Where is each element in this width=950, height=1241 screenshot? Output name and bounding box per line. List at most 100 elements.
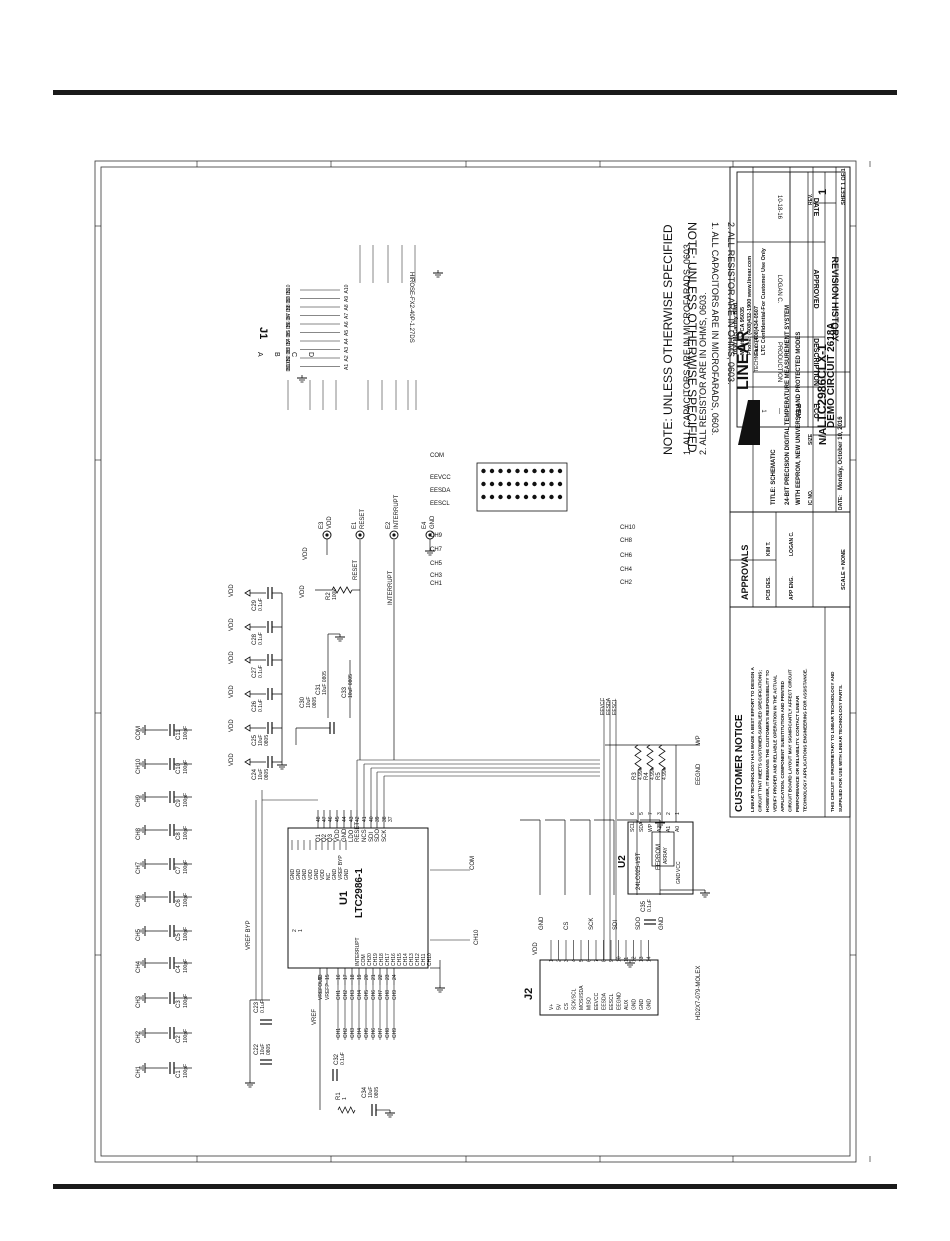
u1-bottom-label-ch1: CH1 (336, 990, 342, 1000)
j1-b-label: B2 (286, 355, 292, 361)
j2-net-4: SDO (636, 917, 642, 930)
u1-pin-num-44: 44 (342, 816, 348, 822)
j1-left-sig-5: CH7 (430, 547, 443, 553)
j1-pin (523, 481, 529, 487)
vdd-net-c29: VDD (229, 584, 235, 597)
j1-pin (549, 481, 554, 487)
cap-val-c11: 100pF (183, 726, 189, 740)
j1-a-label: A10 (344, 284, 350, 293)
u1-pin-label-sdi: SDI (369, 832, 375, 842)
customer-notice-line-4: APPLICATION. COMPONENT SUBSTITUTION AND … (780, 680, 785, 812)
r4-ref: R4 (644, 772, 650, 780)
u1-pin-label-reset: RESET (355, 822, 361, 842)
u1-pin-num-40: 40 (369, 816, 375, 822)
j2-part: HD2X7-079-MOLEX (696, 966, 702, 1020)
u2-pin-scl: SCL (630, 822, 636, 832)
j1-left-sig-6: CH5 (430, 561, 443, 567)
cap-val-c10: 100pF (183, 760, 189, 774)
linear-logo-mark (738, 400, 760, 445)
u2-array-box (651, 831, 675, 867)
testpoint-e2-dot (392, 533, 396, 537)
j1-part: HIROSE-FX2-40P-1.27DS (408, 272, 414, 343)
testpoint-ref-e4: E4 (422, 521, 428, 529)
u1-pin-label-q2: Q2 (322, 833, 328, 842)
u1-left-label-7: GND (332, 869, 338, 881)
c33-ref: C33 (342, 686, 348, 698)
j1-d-label: D9 (286, 356, 292, 363)
j2-pin-8: EESCL (609, 993, 615, 1010)
j2-pin-7: EESDA (602, 992, 608, 1010)
j2-pin-4: MOSI/SDA (579, 985, 585, 1010)
u1-bottom-num-21: 21 (371, 974, 377, 980)
cap-ref-c2: C2 (176, 1035, 182, 1043)
j2-pin-11: GND (632, 999, 638, 1011)
c22-ref: C22 (254, 1043, 260, 1055)
u2-vcc-pin: VCC (676, 861, 682, 872)
j1-pin (498, 494, 503, 500)
customer-notice-line-7: TECHNOLOGY APPLICATIONS ENGINEERING FOR … (803, 669, 808, 812)
customer-notice-line-6: PERFORMANCE OR RELIABILITY. CONTACT LINE… (795, 695, 800, 812)
u1-bottom-num-15: 15 (325, 974, 331, 980)
u1-right-label-4: CH18 (379, 953, 385, 966)
cap-ref-c26: C26 (252, 700, 258, 712)
u2-pin-a0: A0 (675, 826, 681, 832)
j1-left-sig-1: EEVCC (430, 475, 451, 481)
j1-pin (489, 468, 495, 474)
u1-pin-num-39: 39 (375, 816, 381, 822)
u1-pin-num-48: 48 (316, 816, 322, 822)
j1-d-label: D7 (286, 339, 292, 346)
c35-val: 0.1uF (647, 899, 653, 912)
j1-pin (540, 481, 546, 487)
channel-bus-label: CH3 (350, 1028, 356, 1038)
u1-left-label-2: GND (302, 869, 308, 881)
j1-pin (540, 494, 546, 500)
u1-right-label-11: CH11 (421, 953, 427, 966)
j1-pin (540, 468, 546, 474)
j2-body (539, 959, 659, 1016)
j1-b-label: B5 (286, 330, 292, 336)
notes-title-page: NOTE: UNLESS OTHERWISE SPECIFIED (661, 224, 675, 455)
vdd-arrow-c29 (244, 589, 251, 597)
r2-vdd: VDD (300, 585, 306, 598)
cap-ref-c29: C29 (252, 599, 258, 611)
u1-left-label-8: VREF BYP (338, 855, 344, 880)
j1-pin (506, 468, 512, 474)
company-addr-0: 1630 McCarthy Blvd. (733, 301, 739, 355)
ee-bus-net-2: EESCL (612, 698, 618, 715)
cap-val-c26: 0.1uF (258, 699, 264, 712)
u1-part: LTC2986-1 (354, 868, 365, 918)
j1-pin (489, 494, 495, 500)
cap-ref-c11: C11 (176, 729, 182, 740)
j1-a-label: A9 (344, 296, 350, 302)
u1-bottom-num-20: 20 (364, 974, 370, 980)
u1-pin-num-41: 41 (362, 816, 368, 822)
u2-body (627, 821, 694, 895)
notes-block: NOTE: UNLESS OTHERWISE SPECIFIED 1. ALL … (685, 222, 736, 453)
circuit-drawing (95, 161, 871, 1162)
u1-left-label-0: GND (290, 869, 296, 881)
resistor-r3 (634, 744, 642, 771)
cap-net-c3: CH3 (136, 995, 142, 1008)
u1-pin-label-sck: SCK (382, 830, 388, 842)
testpoint-net-e3: VDD (327, 516, 333, 529)
rev-header-rev: REV (794, 404, 801, 419)
customer-notice-footer-1: THIS CIRCUIT IS PROPRIETARY TO LINEAR TE… (830, 671, 835, 812)
j1-a-label: A4 (344, 338, 350, 344)
scale-label: SCALE = NONE (841, 549, 847, 590)
rev-row-description: PRODUCTION (776, 342, 782, 382)
reset-net-label: RESET (353, 560, 359, 580)
u1-bottom-num-22: 22 (378, 974, 384, 980)
j1-left-sig-4: CH9 (430, 533, 443, 539)
notes-line-2: 2. ALL RESISTOR ARE IN OHMS, 0603. (726, 222, 736, 385)
j1-pin (557, 468, 563, 474)
revision-history: REVISION HISTORY ECO REV DESCRIPTION APP… (736, 171, 846, 428)
ee-bus-net-1: EESDA (606, 697, 612, 715)
ic-no: LTC2986CLX-1 (815, 344, 829, 428)
j1-b-label: B4 (286, 338, 292, 344)
vdd-arrow-c24 (244, 758, 251, 766)
u1-left-label-5: VDD (320, 869, 326, 880)
rev-label: REV. (808, 193, 814, 205)
approvals-title: APPROVALS (740, 545, 750, 600)
